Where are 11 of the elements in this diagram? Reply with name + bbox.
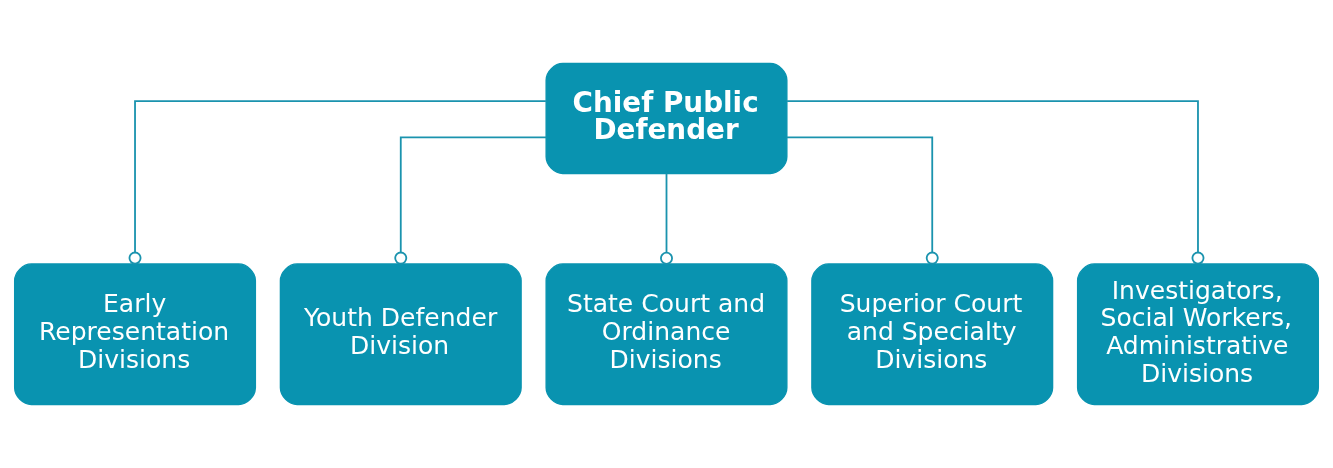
- connector: [128, 100, 547, 265]
- node-box: State Court and Ordinance Divisions: [545, 263, 788, 406]
- connector: [394, 136, 547, 265]
- node-box: Youth Defender Division: [279, 263, 522, 406]
- connector: [786, 136, 939, 265]
- node-box: Superior Court and Specialty Divisions: [811, 263, 1054, 406]
- node-box: Investigators, Social Workers, Administrative Divisions: [1076, 263, 1320, 406]
- connector: [786, 100, 1205, 265]
- node-box: Chief Public Defender: [545, 62, 788, 175]
- connector: [660, 172, 673, 265]
- node-box: Early Representation Divisions: [13, 263, 257, 406]
